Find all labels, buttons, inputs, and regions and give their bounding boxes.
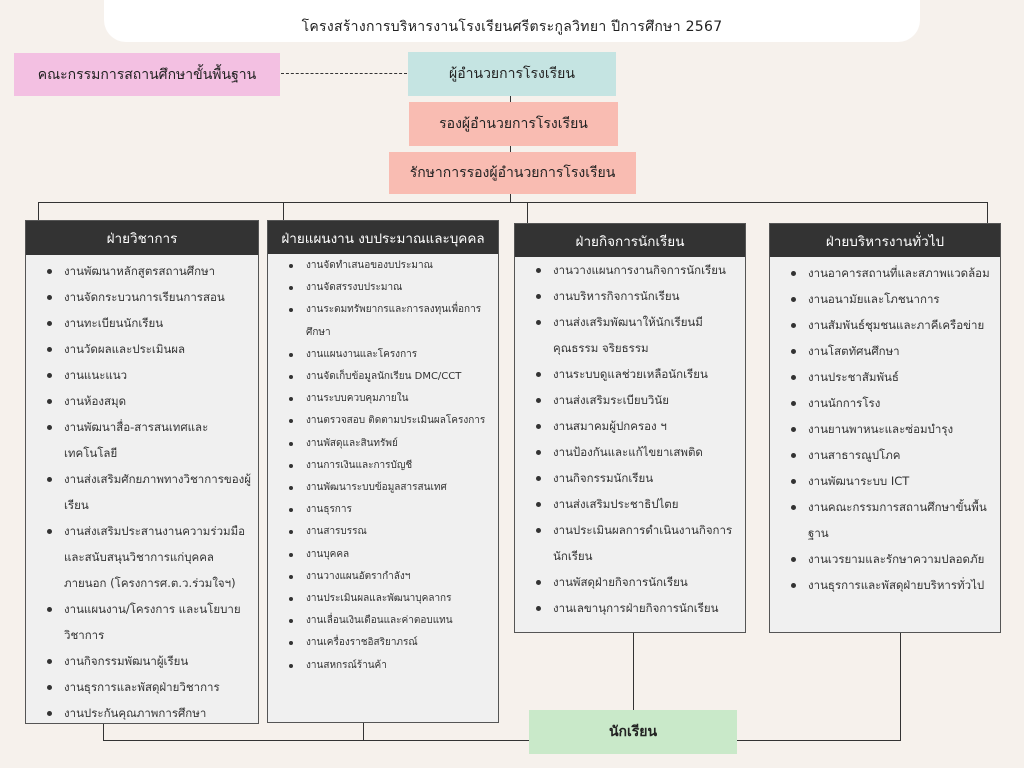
department-planning-budget-personnel: ฝ่ายแผนงาน งบประมาณและบุคคล งานจัดทำเสนอ… <box>267 220 499 723</box>
task-list: งานวางแผนการงานกิจการนักเรียน งานบริหารก… <box>515 257 745 621</box>
deputy-director-box: รองผู้อำนวยการโรงเรียน <box>409 102 618 146</box>
task-item: งานพัฒนาหลักสูตรสถานศึกษา <box>26 258 258 284</box>
riser-academic <box>103 724 104 740</box>
drop-line-planning <box>283 202 284 220</box>
task-item: งานพัฒนาระบบข้อมูลสารสนเทศ <box>268 477 498 499</box>
task-item: งานตรวจสอบ ติดตามประเมินผลโครงการ <box>268 410 498 432</box>
connector-deputy-acting <box>510 146 511 152</box>
task-item: งานห้องสมุด <box>26 388 258 414</box>
task-item: งานจัดเก็บข้อมูลนักเรียน DMC/CCT <box>268 366 498 388</box>
task-item: งานส่งเสริมพัฒนาให้นักเรียนมีคุณธรรม จริ… <box>515 309 745 361</box>
bottom-bus-line-left <box>103 740 529 741</box>
task-item: งานบริหารกิจการนักเรียน <box>515 283 745 309</box>
task-item: งานนักการโรง <box>770 390 1000 416</box>
riser-planning <box>363 723 364 740</box>
students-box: นักเรียน <box>529 710 737 754</box>
connector-acting-bus <box>510 194 511 202</box>
task-list: งานจัดทำเสนอของบประมาณ งานจัดสรรงบประมาณ… <box>268 254 498 677</box>
task-item: งานส่งเสริมระเบียบวินัย <box>515 387 745 413</box>
department-title: ฝ่ายกิจการนักเรียน <box>515 224 745 257</box>
task-item: งานคณะกรรมการสถานศึกษาขั้นพื้นฐาน <box>770 494 1000 546</box>
task-item: งานสัมพันธ์ชุมชนและภาคีเครือข่าย <box>770 312 1000 338</box>
task-item: งานธุรการ <box>268 499 498 521</box>
drop-line-academic <box>38 202 39 220</box>
riser-student <box>633 633 634 710</box>
page-title: โครงสร้างการบริหารงานโรงเรียนศรีตระกูลวิ… <box>301 19 723 35</box>
title-banner <box>104 0 920 42</box>
task-item: งานประกันคุณภาพการศึกษา <box>26 700 258 726</box>
task-item: งานทะเบียนนักเรียน <box>26 310 258 336</box>
department-title: ฝ่ายบริหารงานทั่วไป <box>770 224 1000 257</box>
task-item: งานเลื่อนเงินเดือนและค่าตอบแทน <box>268 610 498 632</box>
task-item: งานอนามัยและโภชนาการ <box>770 286 1000 312</box>
task-item: งานระดมทรัพยากรและการลงทุนเพื่อการศึกษา <box>268 299 498 343</box>
acting-deputy-director-box: รักษาการรองผู้อำนวยการโรงเรียน <box>389 152 636 194</box>
director-box: ผู้อำนวยการโรงเรียน <box>408 52 616 96</box>
task-item: งานส่งเสริมศักยภาพทางวิชาการของผู้เรียน <box>26 466 258 518</box>
task-item: งานโสตทัศนศึกษา <box>770 338 1000 364</box>
task-item: งานส่งเสริมประชาธิปไตย <box>515 491 745 517</box>
task-item: งานเวรยามและรักษาความปลอดภัย <box>770 546 1000 572</box>
task-item: งานพัฒนาสื่อ-สารสนเทศและเทคโนโลยี <box>26 414 258 466</box>
task-item: งานระบบควบคุมภายใน <box>268 388 498 410</box>
bottom-bus-line-right <box>737 740 901 741</box>
task-item: งานเลขานุการฝ่ายกิจการนักเรียน <box>515 595 745 621</box>
task-list: งานพัฒนาหลักสูตรสถานศึกษา งานจัดกระบวนกา… <box>26 255 258 726</box>
connector-director-deputy <box>510 96 511 102</box>
department-general-administration: ฝ่ายบริหารงานทั่วไป งานอาคารสถานที่และสภ… <box>769 223 1001 633</box>
task-item: งานประเมินผลการดำเนินงานกิจการนักเรียน <box>515 517 745 569</box>
department-title: ฝ่ายแผนงาน งบประมาณและบุคคล <box>268 221 498 254</box>
task-item: งานพัฒนาระบบ ICT <box>770 468 1000 494</box>
task-item: งานพัสดุและสินทรัพย์ <box>268 433 498 455</box>
task-item: งานประเมินผลและพัฒนาบุคลากร <box>268 588 498 610</box>
top-bus-line <box>38 202 988 203</box>
task-item: งานกิจกรรมพัฒนาผู้เรียน <box>26 648 258 674</box>
riser-general <box>900 633 901 740</box>
task-item: งานวางแผนการงานกิจการนักเรียน <box>515 257 745 283</box>
task-item: งานแผนงานและโครงการ <box>268 344 498 366</box>
task-item: งานเครื่องราชอิสริยาภรณ์ <box>268 632 498 654</box>
task-item: งานสหกรณ์ร้านค้า <box>268 655 498 677</box>
advisory-dashed-line <box>281 73 407 74</box>
task-item: งานสารบรรณ <box>268 521 498 543</box>
task-item: งานจัดกระบวนการเรียนการสอน <box>26 284 258 310</box>
task-item: งานจัดสรรงบประมาณ <box>268 277 498 299</box>
task-item: งานวางแผนอัตรากำลังฯ <box>268 566 498 588</box>
task-item: งานระบบดูแลช่วยเหลือนักเรียน <box>515 361 745 387</box>
task-item: งานพัสดุฝ่ายกิจการนักเรียน <box>515 569 745 595</box>
task-item: งานวัดผลและประเมินผล <box>26 336 258 362</box>
task-list: งานอาคารสถานที่และสภาพแวดล้อม งานอนามัยแ… <box>770 257 1000 598</box>
task-item: งานประชาสัมพันธ์ <box>770 364 1000 390</box>
task-item: งานกิจกรรมนักเรียน <box>515 465 745 491</box>
task-item: งานยานพาหนะและซ่อมบำรุง <box>770 416 1000 442</box>
drop-line-student <box>527 202 528 223</box>
department-student-affairs: ฝ่ายกิจการนักเรียน งานวางแผนการงานกิจการ… <box>514 223 746 633</box>
task-item: งานการเงินและการบัญชี <box>268 455 498 477</box>
task-item: งานอาคารสถานที่และสภาพแวดล้อม <box>770 260 1000 286</box>
department-title: ฝ่ายวิชาการ <box>26 221 258 255</box>
department-academic: ฝ่ายวิชาการ งานพัฒนาหลักสูตรสถานศึกษา งา… <box>25 220 259 724</box>
drop-line-general <box>987 202 988 223</box>
task-item: งานธุรการและพัสดุฝ่ายวิชาการ <box>26 674 258 700</box>
task-item: งานจัดทำเสนอของบประมาณ <box>268 255 498 277</box>
task-item: งานส่งเสริมประสานงานความร่วมมือและสนับสน… <box>26 518 258 596</box>
task-item: งานแนะแนว <box>26 362 258 388</box>
task-item: งานบุคคล <box>268 544 498 566</box>
task-item: งานป้องกันและแก้ไขยาเสพติด <box>515 439 745 465</box>
task-item: งานธุรการและพัสดุฝ่ายบริหารทั่วไป <box>770 572 1000 598</box>
task-item: งานแผนงาน/โครงการ และนโยบายวิชาการ <box>26 596 258 648</box>
committee-box: คณะกรรมการสถานศึกษาขั้นพื้นฐาน <box>14 53 280 96</box>
task-item: งานสาธารณูปโภค <box>770 442 1000 468</box>
task-item: งานสมาคมผู้ปกครอง ฯ <box>515 413 745 439</box>
